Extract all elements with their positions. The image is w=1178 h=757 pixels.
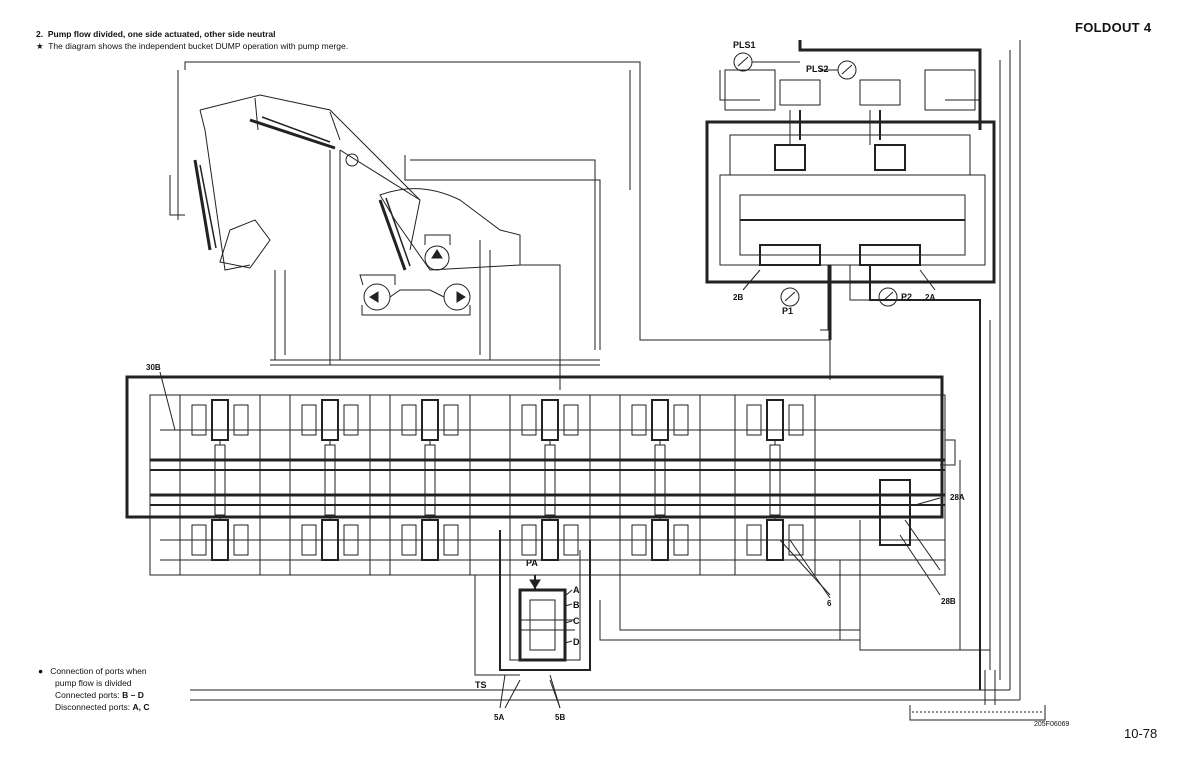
label-port-a: A <box>573 585 580 595</box>
connected-ports-value: B – D <box>122 690 144 700</box>
label-valve-28a: 28A <box>950 493 965 502</box>
note-line-2: pump flow is divided <box>55 678 132 688</box>
spool-section <box>619 395 701 575</box>
label-valve-28b: 28B <box>941 597 956 606</box>
pilot-and-return-lines <box>177 40 1021 701</box>
port-connection-note: ● Connection of ports when pump flow is … <box>38 665 149 713</box>
spool-section <box>509 395 591 575</box>
note-line-1: Connection of ports when <box>50 666 147 676</box>
label-pump-2b: 2B <box>733 293 743 302</box>
right-side-lines <box>599 439 990 651</box>
spool-section <box>389 395 471 575</box>
label-p2: P2 <box>901 292 912 302</box>
spool-section <box>179 395 261 575</box>
label-valve-5a: 5A <box>494 713 504 722</box>
disconnected-ports-label: Disconnected ports: <box>55 702 133 712</box>
disconnected-ports-value: A, C <box>132 702 150 712</box>
excavator-work-equipment <box>169 94 521 271</box>
star-icon: ★ <box>36 41 44 51</box>
spool-sections <box>179 395 816 575</box>
section-title: Pump flow divided, one side actuated, ot… <box>47 29 276 39</box>
label-valve-5b: 5B <box>555 713 565 722</box>
label-port-c: C <box>573 616 580 626</box>
label-port-d: D <box>573 637 580 647</box>
label-leaders <box>159 269 941 709</box>
figure-code: 205F06069 <box>1034 721 1070 728</box>
label-valve-6: 6 <box>827 599 832 608</box>
label-pls2: PLS2 <box>806 64 829 74</box>
connected-ports-label: Connected ports: <box>55 690 123 700</box>
label-ts: TS <box>475 680 487 690</box>
label-pump-2a: 2A <box>925 293 935 302</box>
page-number: 10-78 <box>1124 726 1158 741</box>
label-pa: PA <box>526 558 538 568</box>
spool-section <box>734 395 816 575</box>
diagram-note: ★ The diagram shows the independent buck… <box>36 41 348 52</box>
label-p1: P1 <box>782 306 793 316</box>
hydraulic-motor-symbols <box>359 234 471 316</box>
spool-section <box>289 395 371 575</box>
foldout-label: FOLDOUT 4 <box>1075 20 1152 35</box>
main-control-valve <box>125 375 946 576</box>
label-port-b: B <box>573 600 580 610</box>
section-heading: 2. Pump flow divided, one side actuated,… <box>36 29 275 40</box>
label-valve-30b: 30B <box>146 363 161 372</box>
hydraulic-tank <box>909 670 1046 721</box>
bullet-icon: ● <box>38 666 44 676</box>
diagram-note-text: The diagram shows the independent bucket… <box>48 41 349 51</box>
pump-assembly <box>705 40 996 690</box>
merge-divide-valve <box>474 530 591 709</box>
label-pls1: PLS1 <box>733 40 756 50</box>
section-number: 2. <box>36 29 44 39</box>
